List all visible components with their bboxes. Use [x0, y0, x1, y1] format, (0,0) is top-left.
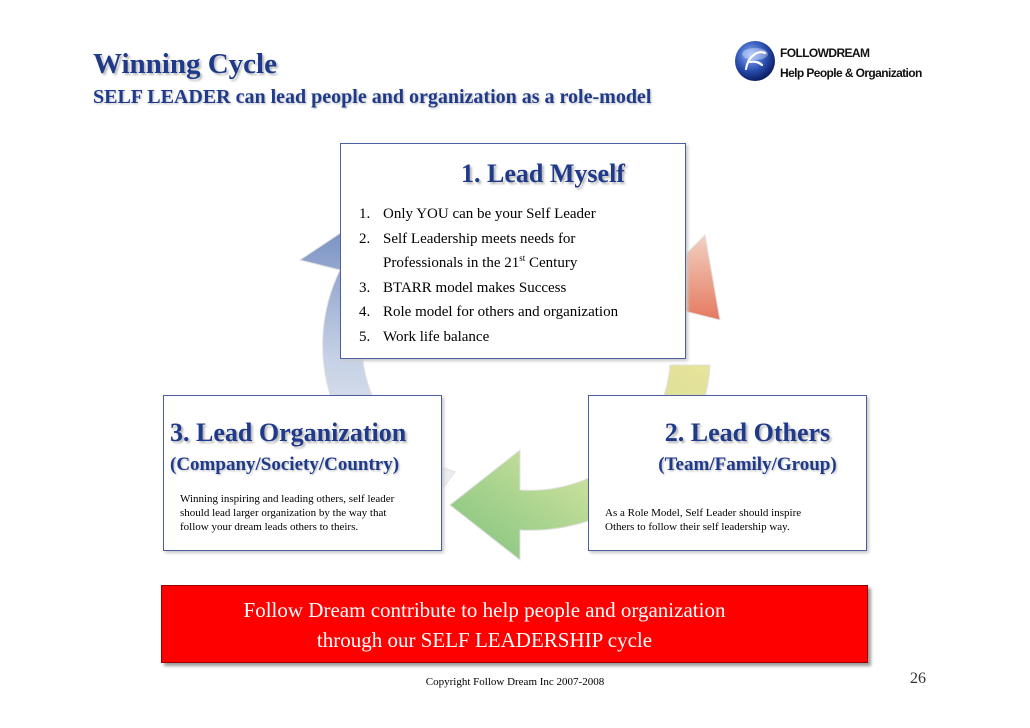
- lead-myself-points: 1.Only YOU can be your Self Leader 2.Sel…: [359, 202, 618, 349]
- lead-others-title: 2. Lead Others: [664, 418, 831, 447]
- lead-others-subtitle: (Team/Family/Group): [658, 454, 837, 475]
- list-item: 1.Only YOU can be your Self Leader: [359, 206, 596, 222]
- lead-myself-title: 1. Lead Myself: [461, 159, 625, 188]
- brand-tagline: Help People & Organization: [780, 66, 922, 80]
- slide-subtitle: SELF LEADER can lead people and organiza…: [93, 86, 652, 108]
- list-item: 3.BTARR model makes Success: [359, 279, 567, 296]
- list-item: 4.Role model for others and organization: [359, 304, 619, 320]
- list-item: 5.Work life balance: [359, 328, 490, 345]
- lead-organization-box: 3. Lead Organization (Company/Society/Co…: [163, 395, 442, 551]
- list-item-continuation: Professionals in the 21st Century: [383, 253, 578, 272]
- followdream-logo-icon: [735, 41, 775, 81]
- copyright-text: Copyright Follow Dream Inc 2007-2008: [425, 676, 605, 688]
- summary-banner: Follow Dream contribute to help people a…: [161, 585, 868, 663]
- list-item: 2.Self Leadership meets needs for: [359, 230, 576, 247]
- slide-title: Winning Cycle: [93, 48, 277, 80]
- page-number: 26: [910, 670, 926, 687]
- lead-organization-subtitle: (Company/Society/Country): [170, 454, 400, 475]
- lead-organization-description: Winning inspiring and leading others, se…: [180, 493, 395, 533]
- lead-others-description: As a Role Model, Self Leader should insp…: [605, 507, 802, 533]
- banner-line-1: Follow Dream contribute to help people a…: [243, 598, 726, 622]
- lead-myself-box: 1. Lead Myself 1.Only YOU can be your Se…: [340, 143, 686, 359]
- lead-others-box: 2. Lead Others (Team/Family/Group) As a …: [588, 395, 867, 551]
- lead-organization-title: 3. Lead Organization: [170, 418, 407, 447]
- brand-name: FOLLOWDREAM: [780, 46, 870, 60]
- banner-line-2: through our SELF LEADERSHIP cycle: [316, 628, 653, 652]
